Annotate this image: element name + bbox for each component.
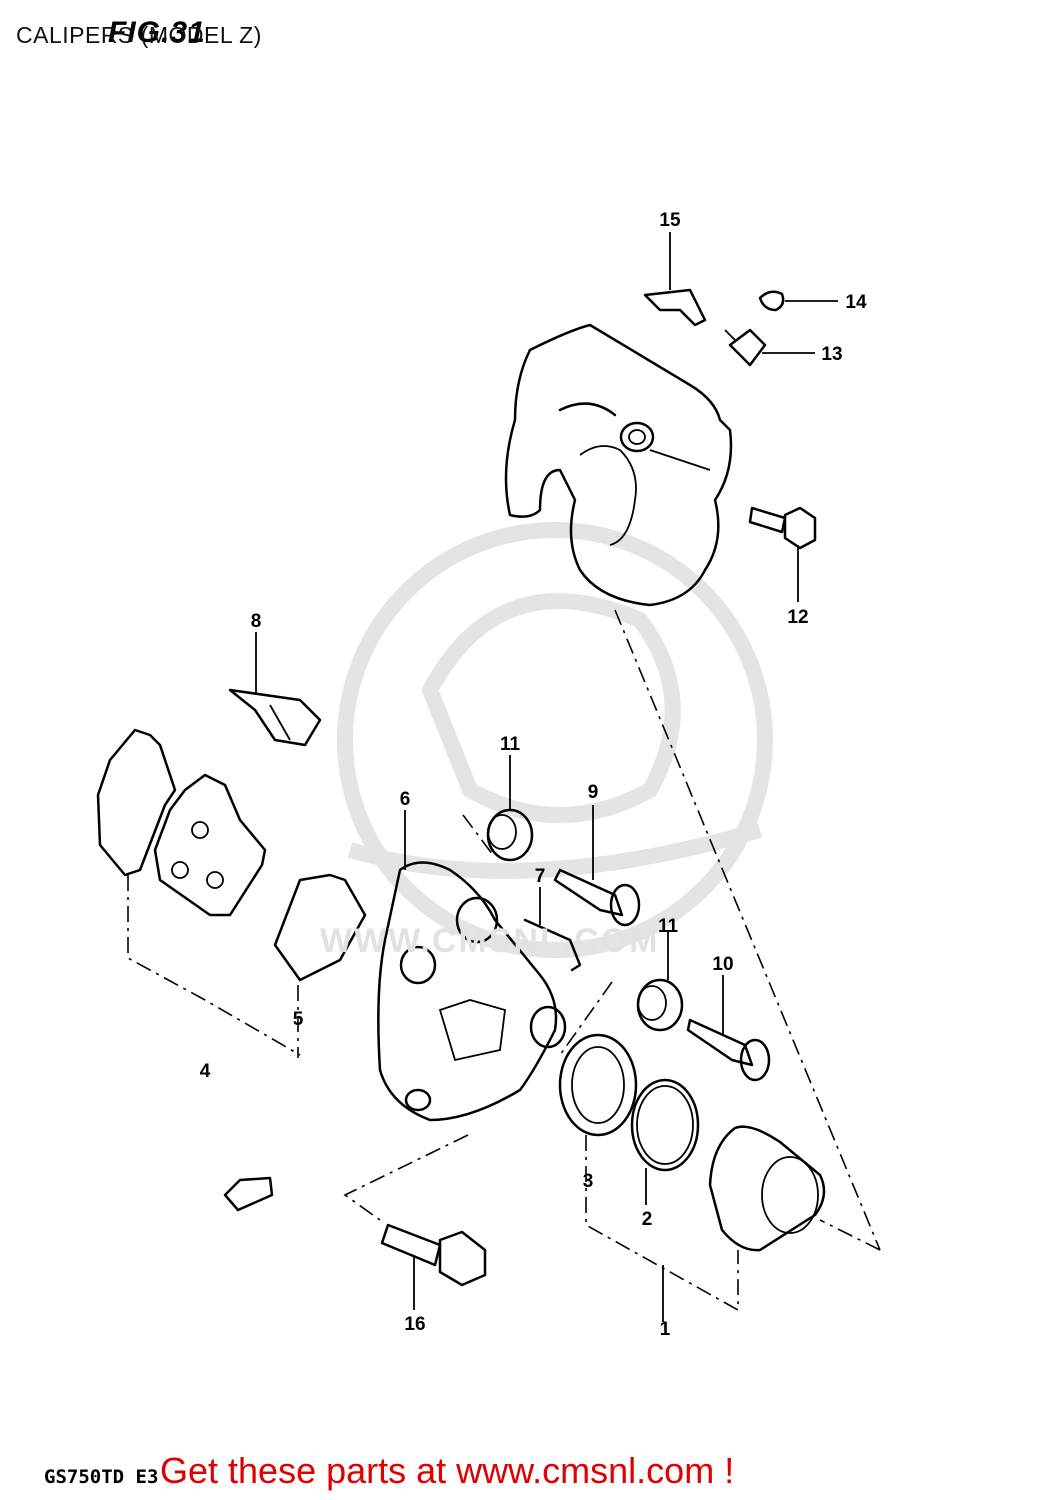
callout-8: 8: [251, 611, 262, 632]
callout-1: 1: [660, 1319, 671, 1340]
callout-5: 5: [293, 1009, 304, 1030]
watermark-logo: [337, 522, 773, 958]
figure-label: FIG.31: [108, 16, 206, 49]
upper-caliper-assembly: [504, 323, 733, 607]
watermark-text: WWW.CMSNL.COM: [320, 922, 660, 960]
page-title: CALIPERS (MODEL Z): [16, 22, 262, 48]
callout-12: 12: [787, 607, 808, 628]
part-14-cap: [758, 290, 785, 312]
part-7-clip: [523, 918, 582, 972]
part-12-bolt: [748, 506, 817, 550]
callout-9: 9: [588, 782, 599, 803]
callout-7: 7: [535, 866, 546, 887]
callout-3: 3: [583, 1171, 594, 1192]
model-code: GS750TD E3: [44, 1466, 159, 1488]
assembly-lines: [127, 609, 881, 1312]
part-10-pin: [686, 1018, 771, 1082]
callout-4: 4: [200, 1061, 211, 1082]
part-9-pin: [553, 868, 641, 927]
part-2-o-ring: [630, 1078, 700, 1172]
part-15-spring: [643, 288, 707, 327]
part-6-caliper-bracket: [377, 861, 567, 1122]
callout-15: 15: [659, 210, 681, 231]
promo-banner-link[interactable]: Get these parts at www.cmsnl.com !: [160, 1450, 735, 1491]
leader-lines: [255, 232, 838, 1322]
part-3-seal: [558, 1033, 638, 1137]
callout-14: 14: [845, 292, 867, 313]
part-11-boot-upper: [486, 808, 534, 862]
callout-11a: 11: [500, 734, 521, 755]
part-13-bleeder: [724, 328, 767, 367]
callout-6: 6: [400, 789, 411, 810]
part-4-brake-pads: [96, 728, 267, 917]
callout-2: 2: [642, 1209, 653, 1230]
callout-16: 16: [404, 1314, 425, 1335]
callout-numbers: 15 14 13 12 8 11 9 6 7 11 10 5 4 3 2 16 …: [200, 210, 867, 1340]
callout-11b: 11: [658, 916, 679, 937]
fwd-arrow-icon: [223, 1176, 274, 1212]
part-8-pad-spring: [228, 688, 322, 747]
callout-10: 10: [712, 954, 733, 975]
callout-13: 13: [821, 344, 842, 365]
part-11-boot-lower: [636, 978, 684, 1032]
part-5-shim: [273, 873, 367, 982]
part-16-bolt: [380, 1223, 487, 1287]
part-1-piston: [708, 1125, 826, 1252]
